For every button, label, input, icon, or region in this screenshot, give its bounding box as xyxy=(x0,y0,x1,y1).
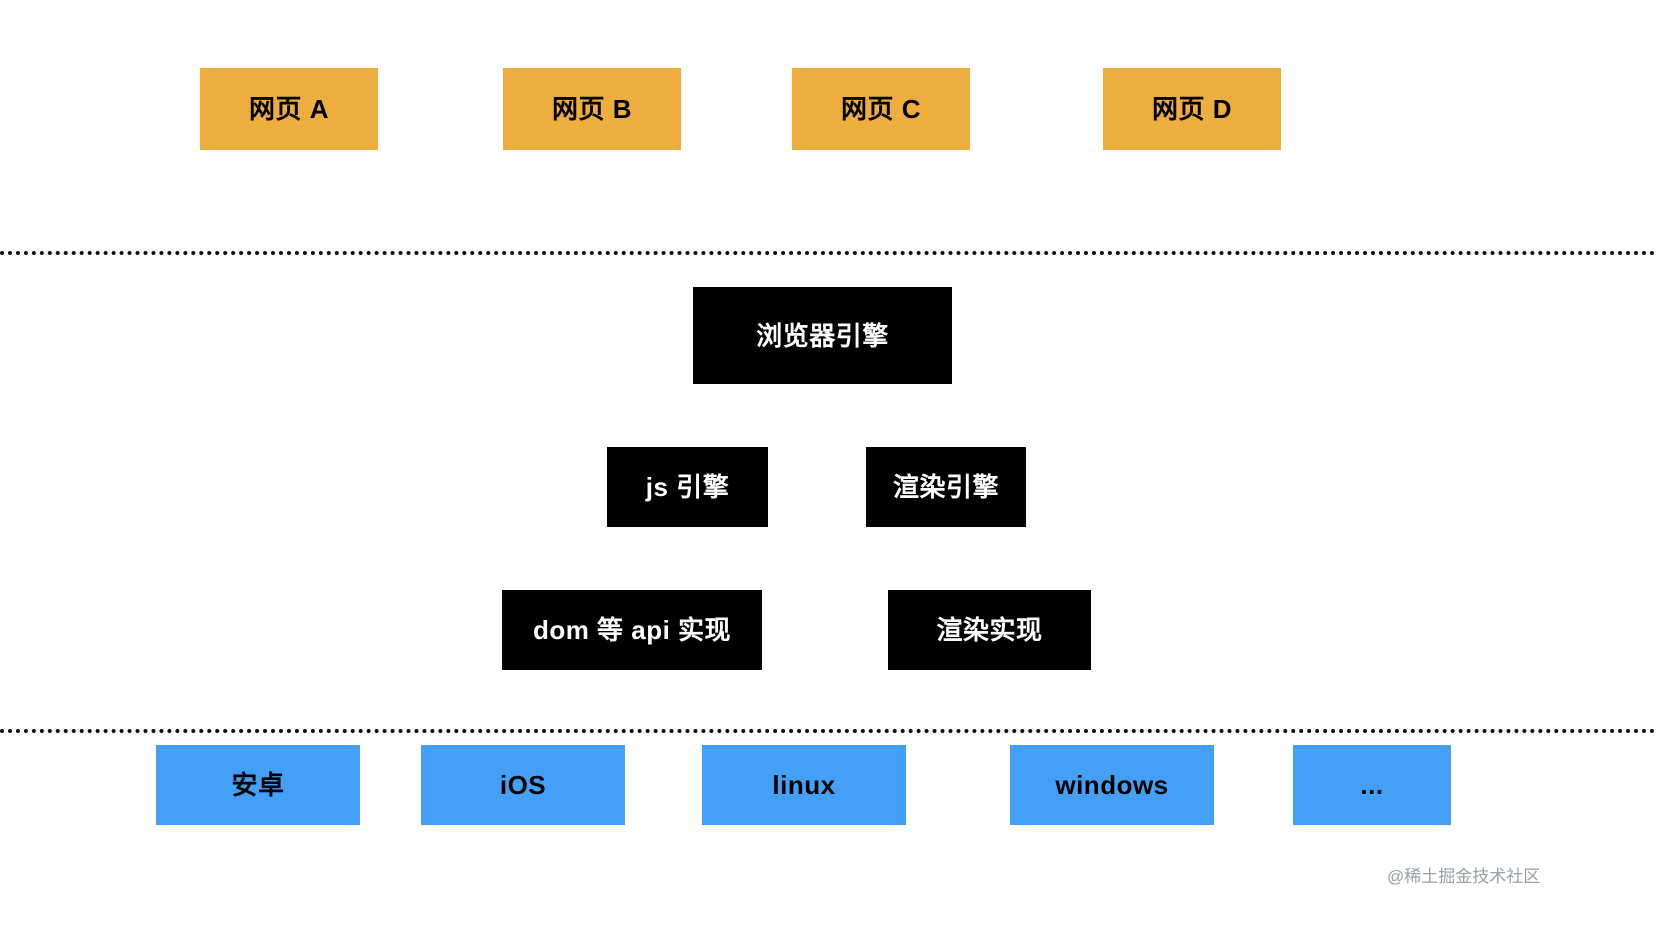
node-operating-systems-0[interactable]: 安卓 xyxy=(156,745,360,825)
node-operating-systems-1[interactable]: iOS xyxy=(421,745,625,825)
node-browser-engine-3[interactable]: dom 等 api 实现 xyxy=(502,590,762,670)
node-web-pages-1[interactable]: 网页 B xyxy=(503,68,681,150)
node-operating-systems-3[interactable]: windows xyxy=(1010,745,1214,825)
node-browser-engine-2[interactable]: 渲染引擎 xyxy=(866,447,1026,527)
divider-engine-os xyxy=(0,729,1656,733)
node-operating-systems-4[interactable]: ... xyxy=(1293,745,1451,825)
divider-pages-engine xyxy=(0,251,1656,255)
node-web-pages-2[interactable]: 网页 C xyxy=(792,68,970,150)
node-browser-engine-1[interactable]: js 引擎 xyxy=(607,447,768,527)
watermark: @稀土掘金技术社区 xyxy=(1387,867,1541,886)
node-browser-engine-0[interactable]: 浏览器引擎 xyxy=(693,287,952,384)
node-operating-systems-2[interactable]: linux xyxy=(702,745,906,825)
node-web-pages-0[interactable]: 网页 A xyxy=(200,68,378,150)
node-browser-engine-4[interactable]: 渲染实现 xyxy=(888,590,1091,670)
node-web-pages-3[interactable]: 网页 D xyxy=(1103,68,1281,150)
